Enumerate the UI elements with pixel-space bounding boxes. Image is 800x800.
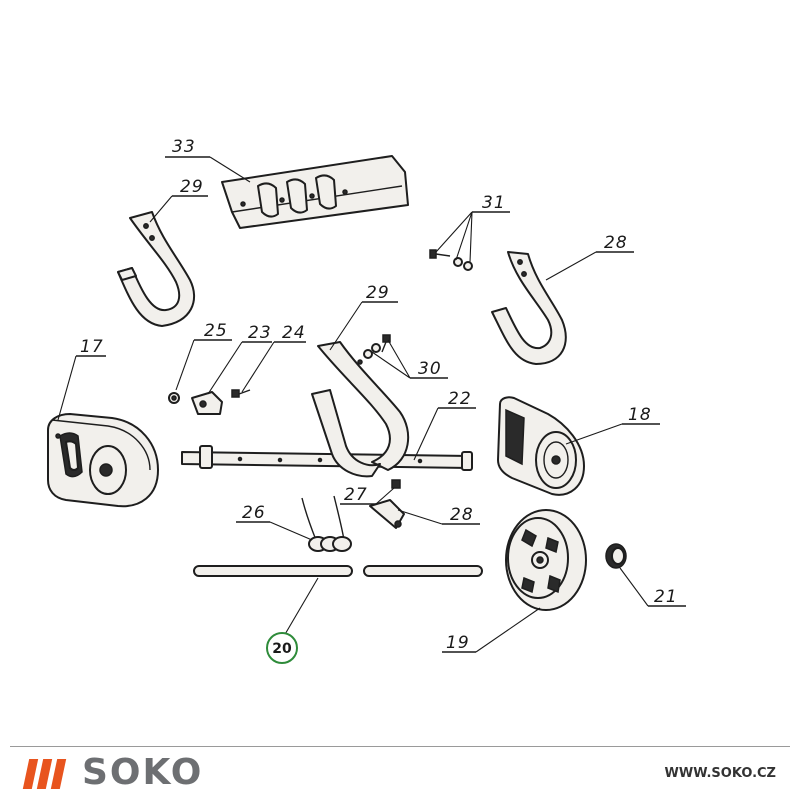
- part-33-tine-bar: [221, 155, 409, 229]
- label-19: 19: [446, 633, 470, 653]
- brand-name: SOKO: [82, 752, 204, 793]
- label-25: 25: [204, 321, 228, 341]
- label-17: 17: [80, 337, 104, 357]
- label-18: 18: [628, 405, 652, 425]
- label-24: 24: [282, 323, 306, 343]
- label-31: 31: [482, 193, 506, 213]
- label-33: 33: [172, 137, 196, 157]
- leader-lines: [57, 156, 686, 653]
- part-29-tine-center: [311, 341, 410, 478]
- part-21-bearing: [605, 543, 627, 569]
- part-20-rods: [193, 565, 483, 577]
- label-21: 21: [654, 587, 678, 607]
- part-24-screw: [231, 389, 251, 398]
- label-27: 27: [344, 485, 368, 505]
- part-22-shaft: [181, 445, 473, 471]
- part-27-nut: [391, 479, 401, 489]
- label-20: 20: [272, 641, 292, 657]
- part-30-bolt: [363, 334, 391, 359]
- label-28-top: 28: [604, 233, 628, 253]
- part-29-tine-left: [117, 211, 195, 327]
- label-29-left: 29: [180, 177, 204, 197]
- label-26: 26: [242, 503, 266, 523]
- part-26-spring: [301, 495, 352, 552]
- part-19-wheel: [505, 509, 587, 611]
- part-17-left-housing: [47, 413, 159, 508]
- part-28-tine-right: [491, 251, 567, 365]
- label-22: 22: [448, 389, 472, 409]
- footer-divider: [10, 746, 790, 747]
- part-28-cam: [369, 499, 405, 529]
- label-28-bottom: 28: [450, 505, 474, 525]
- label-23: 23: [248, 323, 272, 343]
- part-31-bolts: [429, 249, 473, 271]
- part-23-clamp: [191, 391, 223, 415]
- label-29-center: 29: [366, 283, 390, 303]
- brand-url-link[interactable]: WWW.SOKO.CZ: [664, 766, 776, 781]
- label-30: 30: [418, 359, 442, 379]
- highlighted-callout-20[interactable]: 20: [266, 632, 298, 664]
- part-labels: 33 29 31 28 29 25 23 24 30 17 22 18 26 2…: [80, 137, 678, 653]
- brand-logo-stripes: [22, 759, 68, 789]
- part-25-nut: [168, 392, 180, 404]
- exploded-parts-diagram: 33 29 31 28 29 25 23 24 30 17 22 18 26 2…: [47, 137, 686, 664]
- part-18-right-housing: [497, 396, 585, 496]
